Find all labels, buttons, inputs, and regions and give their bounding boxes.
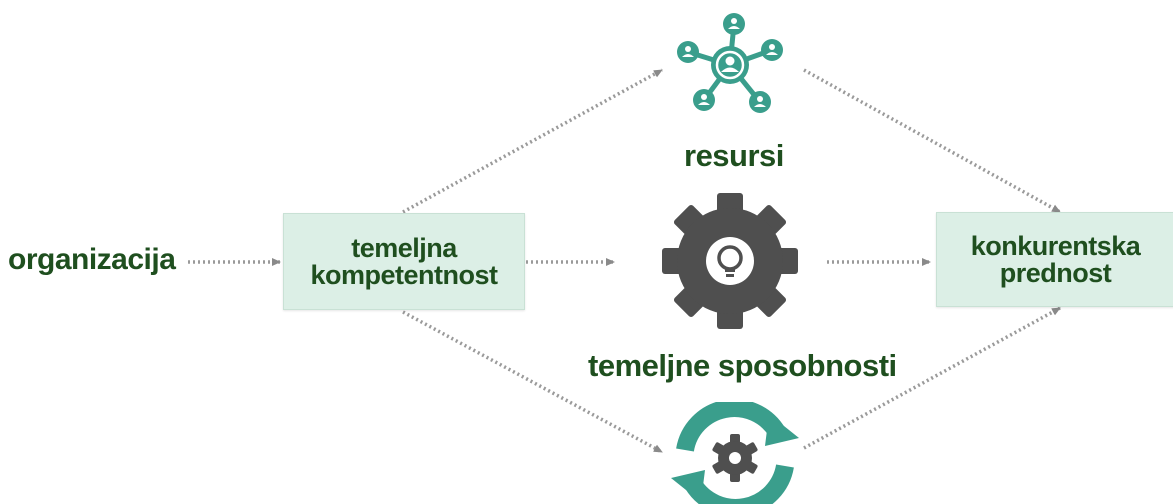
core-competence-line1: temeljna	[351, 232, 457, 263]
arrow-processes-to-advantage	[803, 306, 1061, 450]
competitive-advantage-box: konkurentska prednost	[936, 212, 1173, 307]
organization-label: organizacija	[8, 243, 176, 276]
core-capabilities-label: temeljne sposobnosti	[588, 348, 897, 383]
gear-lightbulb-icon	[662, 193, 798, 329]
core-competence-line2: kompetentnost	[310, 259, 498, 290]
competitive-advantage-line1: konkurentska	[970, 230, 1141, 261]
network-people-icon	[677, 13, 783, 113]
arrow-resources-to-advantage	[803, 68, 1061, 214]
gear-refresh-icon	[671, 402, 799, 504]
arrow-competence-to-resources	[402, 68, 663, 214]
competitive-advantage-line2: prednost	[999, 257, 1112, 288]
resources-label: resursi	[684, 138, 784, 173]
core-competence-box: temeljna kompetentnost	[283, 213, 525, 310]
arrow-competence-to-processes	[402, 310, 663, 454]
